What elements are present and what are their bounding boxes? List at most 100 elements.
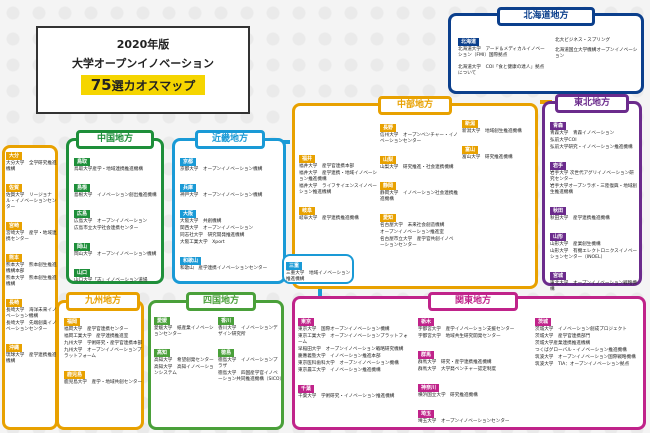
list-item: 名古屋大学 未来社会創造機構	[380, 223, 445, 228]
prefecture-tag: 群馬	[418, 351, 435, 359]
region-title-tohoku: 東北地方	[555, 94, 629, 113]
title-number: 75	[90, 76, 112, 94]
list-item: 茨城大学 イノベーション創成プロジェクト	[535, 327, 627, 332]
list-item: 高知大学 高知イノベーションシステム	[154, 365, 214, 376]
list-item: 信州大学 オープンベンチャー・イノベーションセンター	[380, 133, 458, 144]
prefecture-tag: 愛媛	[154, 317, 171, 325]
list-item: 鳥取大学産学・地域連携推進機構	[74, 167, 143, 172]
list-item: 和歌山 産学連携イノベーションセンター	[180, 266, 268, 271]
list-item: 香川大学 イノベーションデザイン研究所	[218, 326, 278, 337]
list-item: 福岡工業大学 産学連携推進室	[64, 334, 129, 339]
list-item: 早稲田大学 オープンイノベーション戦略研究機構	[298, 347, 404, 352]
prefecture-tag: 青森	[550, 122, 567, 130]
list-item: 山梨大学 研究推進・社会連携機構	[380, 165, 454, 170]
list-item: 慶應義塾大学 イノベーション推進本部	[298, 354, 381, 359]
list-item: 徳島大学 イノベーションプラザ	[218, 358, 278, 369]
list-item: 福井大学 ライフサイエンスイノベーション推進機構	[299, 184, 377, 195]
list-item: 神戸大学 オープンイノベーション機構	[180, 193, 263, 198]
prefecture-tag: 香川	[218, 317, 235, 325]
chubu-col2: 長野信州大学 オープンベンチャー・イノベーションセンター山梨山梨大学 研究推進・…	[380, 114, 458, 250]
prefecture-tag: 佐賀	[6, 184, 23, 192]
prefecture-tag: 福井	[299, 155, 316, 163]
prefecture-tag: 高知	[154, 349, 171, 357]
tohoku-col: 青森青森大学 青森イノベーション弘前大学COI 弘前大学研究・イノベーション推進機…	[550, 112, 638, 320]
list-item: 山形大学 産業創生機構	[550, 242, 601, 247]
title-rest: 選カオスマップ	[111, 79, 196, 93]
prefecture-tag: 千葉	[298, 385, 315, 393]
list-item: 九州大学 学術研究・産学官連携本部	[64, 341, 143, 346]
prefecture-tag: 和歌山	[180, 257, 202, 265]
list-item: オープンイノベーション推進室	[380, 230, 444, 235]
list-item: 横浜国立大学 研究推進機構	[418, 393, 478, 398]
list-item: つくばグローバル・イノベーション推進機構	[535, 348, 627, 353]
list-item: 鹿児島大学 産学・地域共創センター	[64, 380, 143, 385]
list-item: 愛媛大学 紙産業イノベーションセンター	[154, 326, 214, 337]
region-title-chugoku: 中国地方	[76, 130, 154, 149]
prefecture-tag: 大分	[6, 152, 23, 160]
prefecture-tag: 大阪	[180, 210, 197, 218]
list-item: 弘前大学COI	[550, 138, 577, 143]
prefecture-tag: 愛知	[380, 214, 397, 222]
list-item: 熊本大学 熊本創生推進機構本部	[6, 263, 57, 274]
prefecture-tag: 宮城	[550, 272, 567, 280]
list-item: 筑波大学 オープンイノベーション国際戦略機構	[535, 355, 636, 360]
list-item: 山形大学 有機エレクトロニクスイノベーションセンター（INOEL）	[550, 249, 638, 260]
list-item: 群馬大学 研究・産学連携推進機構	[418, 360, 492, 365]
list-item: 北海道大学 COI「食と健康の達人」拠点について	[458, 65, 545, 76]
list-item: 秋田大学 産学連携推進機構	[550, 216, 610, 221]
prefecture-tag: 宮崎	[6, 222, 23, 230]
list-item: 三重大学 地域イノベーション推進機構	[286, 271, 351, 282]
prefecture-tag: 新潟	[462, 120, 479, 128]
list-item: 宮崎大学 産学・地域連携センター	[6, 231, 57, 242]
prefecture-tag: 富山	[462, 146, 479, 154]
list-item: 北海道大学 アード＆メディカルイノベーション（FMI）国際拠点	[458, 47, 545, 58]
list-item: 長崎大学 海洋未来イノベーション機構	[6, 308, 57, 319]
chubu-col1: 福井福井大学 産学官連携本部福井大学 産学連携・地域イノベーション推進機構福井大…	[299, 145, 377, 223]
list-item: 島根大学 イノベーション創出推進機構	[74, 193, 157, 198]
region-title-kyushu: 九州地方	[66, 292, 140, 311]
list-item: 岡山大学 オープンイノベーション機構	[74, 252, 157, 257]
prefecture-tag: 秋田	[550, 207, 567, 215]
list-item: 熊本大学 熊本創生推進機構	[6, 276, 57, 287]
list-item: 茨城大学産業連携推進機構	[535, 341, 591, 346]
prefecture-tag: 広島	[74, 210, 91, 218]
list-item: 琉球大学 産学連携推進機構	[6, 353, 57, 364]
list-item: 宇都宮大学 産学イノベーション支援センター	[418, 327, 515, 332]
prefecture-tag: 長野	[380, 124, 397, 132]
list-item: 青森大学 青森イノベーション	[550, 131, 615, 136]
list-item: 富山大学 研究推進機構	[462, 155, 513, 160]
list-item: 岐阜大学 産学連携推進機構	[299, 216, 359, 221]
hokkaido-col2: 北大ビジネス・スプリング 北海道国立大学機構オープンイノベーション	[555, 38, 640, 61]
prefecture-tag: 岩手	[550, 162, 567, 170]
list-item: 新潟大学 地域創生推進機構	[462, 129, 522, 134]
list-item: 広島市立大学社会連携センター	[74, 226, 139, 231]
prefecture-tag: 兵庫	[180, 184, 197, 192]
list-item: 長崎大学 先端創薬イノベーションセンター	[6, 321, 57, 332]
kanto-col3: 茨城茨城大学 イノベーション創成プロジェクト茨城大学 産学官連携部門茨城大学産業…	[535, 308, 643, 369]
list-item: 北海道国立大学機構オープンイノベーション	[555, 48, 638, 59]
connector	[318, 288, 322, 298]
list-item: 山口大学「志」イノベーション道場	[74, 278, 148, 283]
prefecture-tag: 三重	[286, 262, 303, 270]
list-item: 東京工業大学 オープンイノベーションプラットフォーム	[298, 334, 408, 345]
region-tohoku	[542, 101, 642, 286]
map-title-box: 2020年版 大学オープンイノベーション 75選カオスマップ	[36, 26, 250, 114]
title-year: 2020年版	[116, 38, 170, 51]
region-kyushu-left	[2, 145, 58, 430]
prefecture-tag: 岡山	[74, 243, 91, 251]
list-item: 東京大学 国際オープンイノベーション機構	[298, 327, 390, 332]
region-title-chubu: 中部地方	[378, 96, 452, 115]
list-item: 大分大学 全学研究推進機構	[6, 161, 57, 172]
list-item: 弘前大学研究・イノベーション推進機構	[550, 145, 633, 150]
kanto-col1: 東京東京大学 国際オープンイノベーション機構東京工業大学 オープンイノベーション…	[298, 308, 408, 401]
prefecture-tag: 熊本	[6, 254, 23, 262]
prefecture-tag: 島根	[74, 184, 91, 192]
kanto-col2: 栃木宇都宮大学 産学イノベーション支援センター宇都宮大学 地域共生研究開発センタ…	[418, 308, 528, 426]
shikoku-col2: 香川香川大学 イノベーションデザイン研究所徳島徳島大学 イノベーションプラザ徳島…	[218, 307, 285, 384]
title-main: 大学オープンイノベーション	[71, 57, 215, 70]
list-item: 同志社大学 研究開発推進機構	[180, 233, 245, 238]
kyushu-col1: 大分大分大学 全学研究推進機構佐賀佐賀大学 リージョナル・イノベーションセンター…	[6, 142, 58, 366]
list-item: 佐賀大学 リージョナル・イノベーションセンター	[6, 193, 57, 210]
list-item: 埼玉大学 オープンイノベーションセンター	[418, 419, 510, 424]
list-item: 徳島大学 四国産学官イノベーション共同推進機構（SICO）	[218, 371, 285, 382]
